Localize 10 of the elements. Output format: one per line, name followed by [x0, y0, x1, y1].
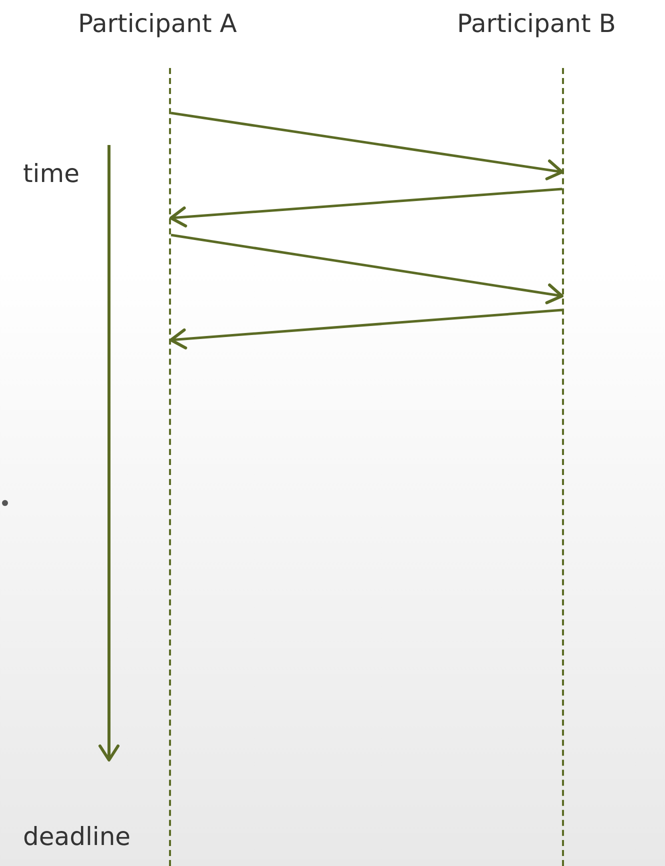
lifeline [562, 68, 564, 866]
message-arrow [170, 308, 562, 350]
message-arrow [170, 112, 564, 180]
message-arrow [170, 188, 562, 228]
lifeline [169, 68, 171, 866]
participant-label: Participant B [457, 6, 616, 42]
axis-label: deadline [23, 821, 131, 853]
axis-label: time [23, 158, 80, 190]
message-arrow [170, 234, 564, 304]
participant-label: Participant A [78, 6, 237, 42]
